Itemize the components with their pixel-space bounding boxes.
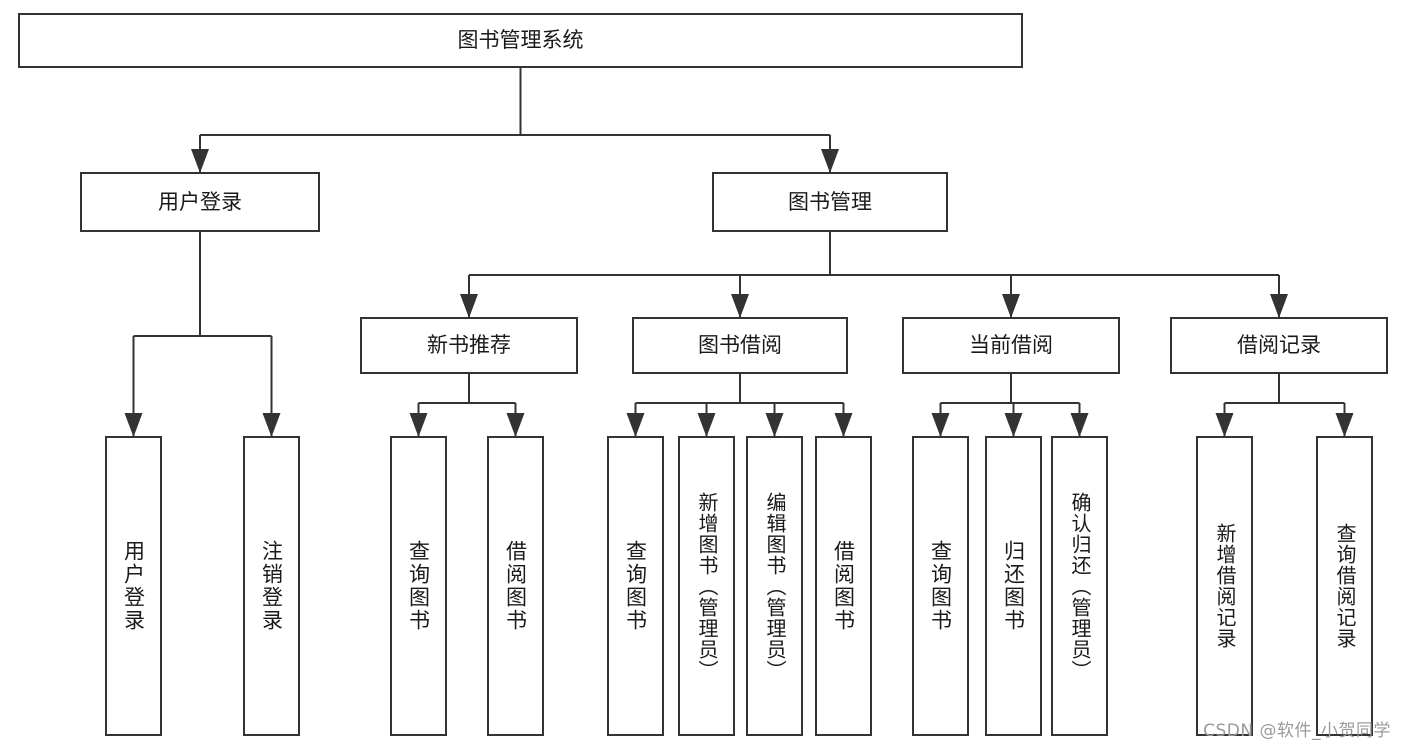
node-leaf-query-rec[interactable]: 查询借阅记录 <box>1316 436 1373 736</box>
node-label: 查询图书 <box>406 540 431 632</box>
node-label: 归还图书 <box>1001 540 1026 632</box>
watermark-text: CSDN @软件_小贺同学 <box>1203 721 1391 741</box>
edge-arrowhead <box>460 294 478 318</box>
node-leaf-borrow-1[interactable]: 借阅图书 <box>487 436 544 736</box>
edge-arrowhead <box>1002 294 1020 318</box>
node-leaf-query-2[interactable]: 查询图书 <box>607 436 664 736</box>
node-label: 编辑图书（管理员） <box>763 491 787 681</box>
node-label: 图书借阅 <box>698 333 782 358</box>
node-label: 新增借阅记录 <box>1213 523 1237 649</box>
edge-arrowhead <box>931 413 950 437</box>
edge-arrowhead <box>1270 294 1288 318</box>
node-label: 用户登录 <box>121 540 146 632</box>
node-label: 查询图书 <box>623 540 648 632</box>
edge-arrowhead <box>1070 413 1089 437</box>
node-leaf-confirm[interactable]: 确认归还（管理员） <box>1051 436 1108 736</box>
edge-arrowhead <box>834 413 853 437</box>
node-label: 新书推荐 <box>427 333 511 358</box>
node-root[interactable]: 图书管理系统 <box>18 13 1023 68</box>
edge-arrowhead <box>731 294 749 318</box>
node-leaf-login[interactable]: 用户登录 <box>105 436 162 736</box>
node-leaf-query-3[interactable]: 查询图书 <box>912 436 969 736</box>
node-current-borrow[interactable]: 当前借阅 <box>902 317 1120 374</box>
edge-arrowhead <box>821 149 839 173</box>
edge-arrowhead <box>124 413 143 437</box>
node-label: 借阅图书 <box>831 540 856 632</box>
edge-arrowhead <box>765 413 784 437</box>
node-label: 查询图书 <box>928 540 953 632</box>
edge-arrowhead <box>1335 413 1354 437</box>
node-label: 用户登录 <box>158 189 242 214</box>
node-leaf-add-rec[interactable]: 新增借阅记录 <box>1196 436 1253 736</box>
node-label: 借阅记录 <box>1237 333 1321 358</box>
node-borrow-record[interactable]: 借阅记录 <box>1170 317 1388 374</box>
edge-arrowhead <box>697 413 716 437</box>
node-new-book-rec[interactable]: 新书推荐 <box>360 317 578 374</box>
node-label: 新增图书（管理员） <box>695 491 719 681</box>
node-label: 借阅图书 <box>503 540 528 632</box>
node-user-login[interactable]: 用户登录 <box>80 172 320 232</box>
edge-arrowhead <box>262 413 281 437</box>
node-leaf-logout[interactable]: 注销登录 <box>243 436 300 736</box>
edge-arrowhead <box>506 413 525 437</box>
node-leaf-borrow-2[interactable]: 借阅图书 <box>815 436 872 736</box>
node-leaf-query-1[interactable]: 查询图书 <box>390 436 447 736</box>
node-leaf-edit-book[interactable]: 编辑图书（管理员） <box>746 436 803 736</box>
edge-arrowhead <box>191 149 209 173</box>
edge-arrowhead <box>626 413 645 437</box>
node-label: 图书管理 <box>788 189 872 214</box>
edge-arrowhead <box>1004 413 1023 437</box>
node-label: 注销登录 <box>259 540 284 632</box>
node-leaf-return[interactable]: 归还图书 <box>985 436 1042 736</box>
node-label: 确认归还（管理员） <box>1068 491 1092 681</box>
node-book-mgmt[interactable]: 图书管理 <box>712 172 948 232</box>
edge-arrowhead <box>409 413 428 437</box>
edge-arrowhead <box>1215 413 1234 437</box>
node-label: 查询借阅记录 <box>1333 523 1357 649</box>
node-book-borrow[interactable]: 图书借阅 <box>632 317 848 374</box>
node-label: 图书管理系统 <box>457 28 584 53</box>
node-label: 当前借阅 <box>969 333 1053 358</box>
node-leaf-add-book[interactable]: 新增图书（管理员） <box>678 436 735 736</box>
